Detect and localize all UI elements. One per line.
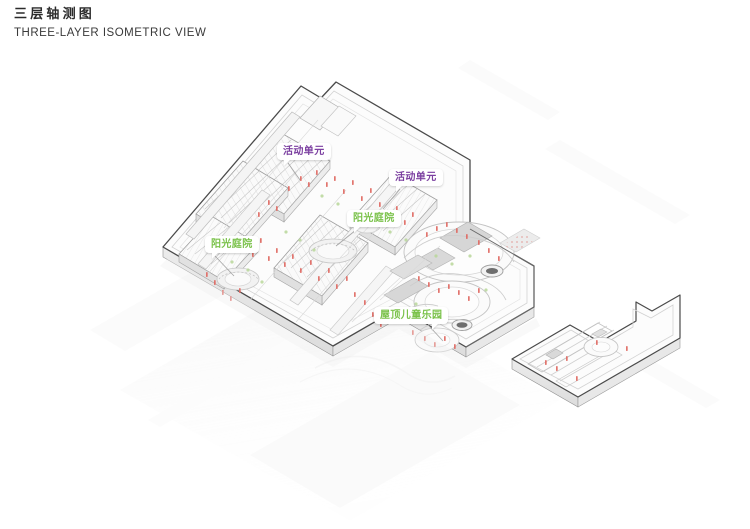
detached-building [511,294,681,408]
callout-label-text: 活动单元 [277,143,331,160]
callout-activity-unit-2[interactable]: 活动单元 [389,167,443,186]
sun-courtyard-2-geom [216,267,260,291]
page-title-en: THREE-LAYER ISOMETRIC VIEW [14,27,207,39]
callout-label-text: 阳光庭院 [205,236,259,253]
callout-label-text: 活动单元 [389,169,443,186]
sun-courtyard-1-geom [308,238,358,264]
title-block: 三层轴测图 THREE-LAYER ISOMETRIC VIEW [14,6,206,41]
west-classroom-wing [178,95,357,290]
page-title-cn: 三层轴测图 [14,7,96,22]
callout-sun-courtyard-2[interactable]: 阳光庭院 [205,234,259,253]
callout-sun-courtyard-1[interactable]: 阳光庭院 [347,208,401,227]
callout-rooftop-playground[interactable]: 屋顶儿童乐园 [374,305,449,324]
callout-activity-unit-1[interactable]: 活动单元 [277,141,331,160]
callout-label-text: 屋顶儿童乐园 [374,307,449,324]
callout-label-text: 阳光庭院 [347,210,401,227]
